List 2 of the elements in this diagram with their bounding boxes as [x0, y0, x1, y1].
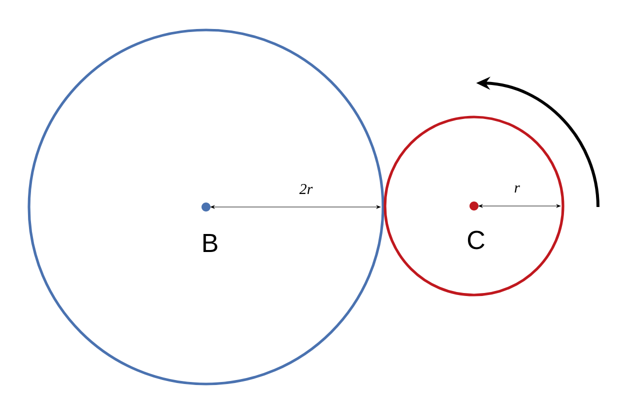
- dimension-label: r: [514, 185, 520, 193]
- dimension-label: 2r: [299, 184, 313, 194]
